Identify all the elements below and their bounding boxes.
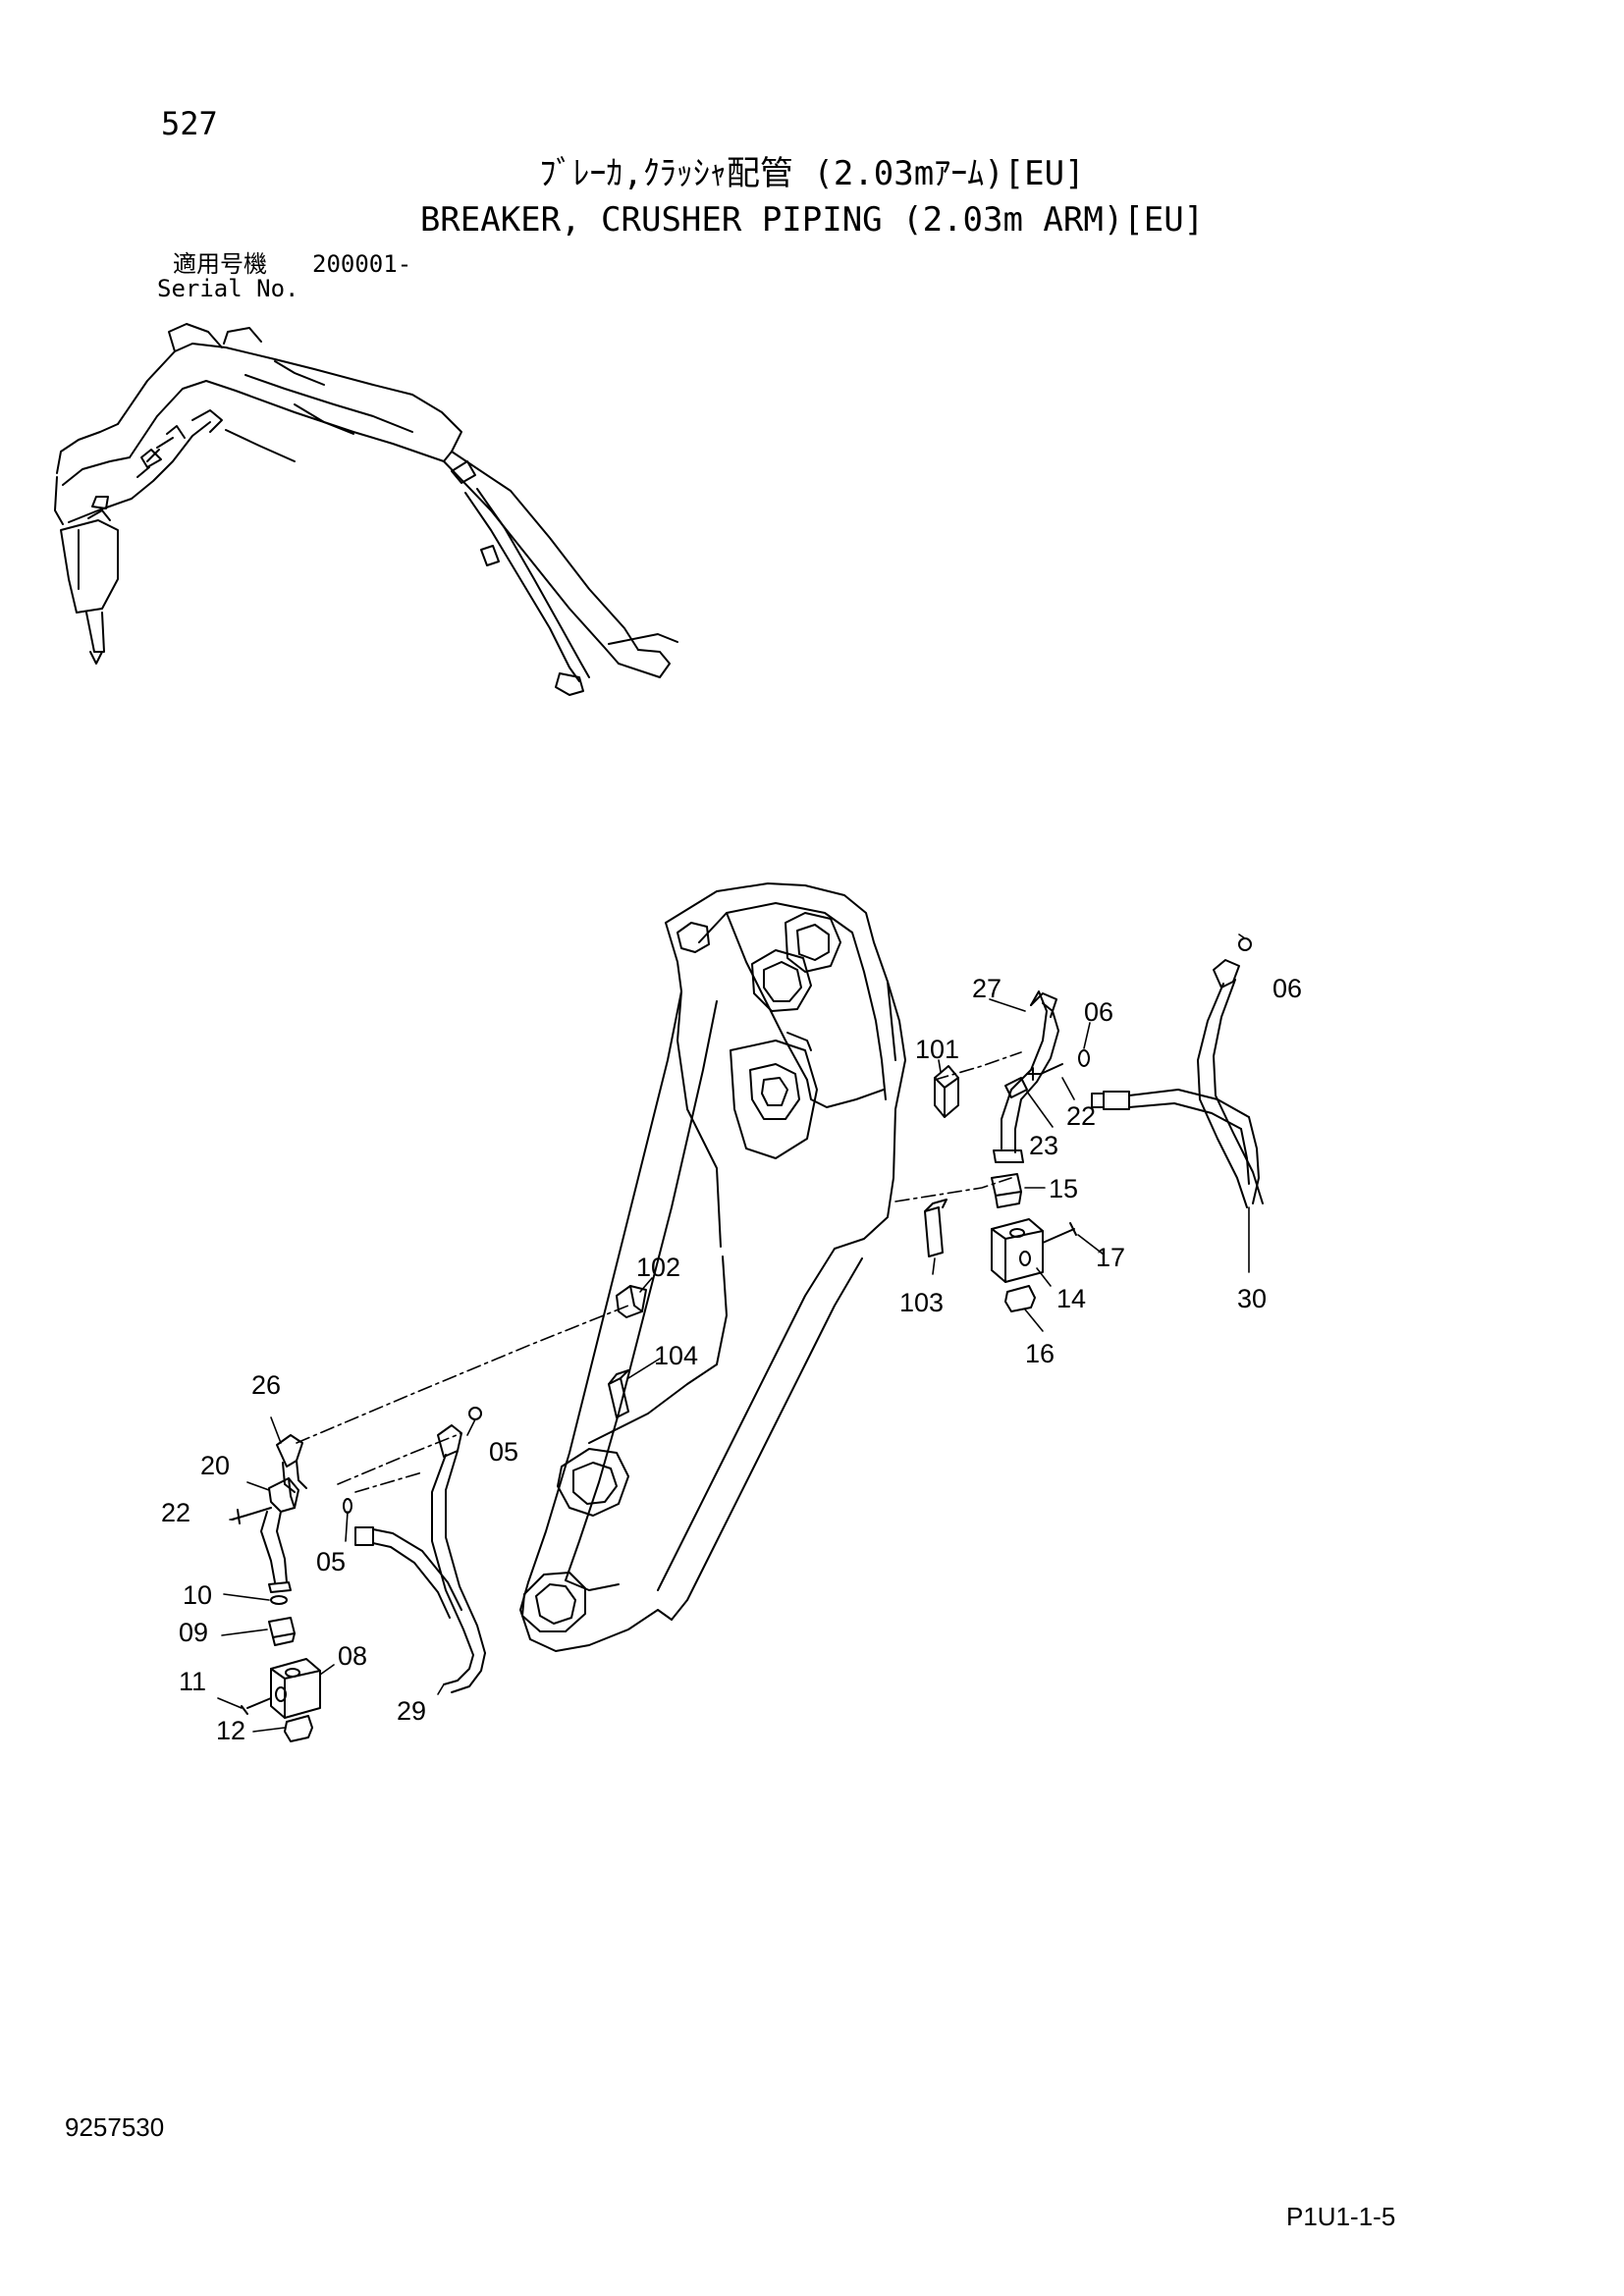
callout-29: 29 xyxy=(397,1696,426,1726)
left-fitting-09 xyxy=(268,1617,296,1646)
overview-excavator-front xyxy=(54,323,678,696)
title-japanese: ﾌﾞﾚｰｶ,ｸﾗｯｼｬ配管 (2.03mｱｰﾑ)[EU] xyxy=(539,154,1085,193)
left-bolt-11 xyxy=(241,1697,272,1715)
callout-09: 09 xyxy=(179,1618,208,1647)
callout-12: 12 xyxy=(216,1716,245,1745)
serial-value: 200001- xyxy=(312,250,412,278)
callout-06-hose: 06 xyxy=(1272,974,1302,1003)
right-bolt-22 xyxy=(1026,1063,1063,1081)
callout-27: 27 xyxy=(972,974,1001,1003)
right-plug-16 xyxy=(1004,1285,1036,1312)
callout-14: 14 xyxy=(1056,1284,1086,1313)
callout-30: 30 xyxy=(1237,1284,1267,1313)
left-oring-10 xyxy=(270,1595,288,1605)
left-plug-12 xyxy=(284,1715,313,1742)
document-number: 9257530 xyxy=(65,2112,165,2142)
page-number: 527 xyxy=(161,105,218,142)
arm-main-drawing xyxy=(519,882,906,1652)
callout-leaders xyxy=(217,934,1250,1733)
callout-20: 20 xyxy=(200,1451,230,1480)
callout-103: 103 xyxy=(899,1288,944,1317)
callout-104: 104 xyxy=(654,1341,698,1370)
center-spacer-104 xyxy=(608,1369,629,1418)
callout-22-right: 22 xyxy=(1066,1101,1096,1131)
callout-22-left: 22 xyxy=(161,1498,190,1527)
callout-11: 11 xyxy=(179,1667,206,1696)
callout-102: 102 xyxy=(636,1253,680,1282)
callout-10: 10 xyxy=(183,1580,212,1610)
right-block-14 xyxy=(991,1218,1044,1283)
right-hose-30 xyxy=(1091,959,1264,1208)
title-english: BREAKER, CRUSHER PIPING (2.03m ARM)[EU] xyxy=(419,200,1205,240)
left-oring-05 xyxy=(343,1498,352,1514)
callout-06-right: 06 xyxy=(1084,997,1113,1027)
right-hose-elbow-27 xyxy=(993,990,1059,1163)
right-oring-06 xyxy=(1078,1049,1090,1067)
callout-23: 23 xyxy=(1029,1131,1058,1160)
callout-05-top: 05 xyxy=(489,1437,518,1467)
left-elbow-26 xyxy=(276,1434,307,1493)
callout-08: 08 xyxy=(338,1641,367,1671)
right-clamp-23 xyxy=(1004,1077,1028,1098)
serial-label-japanese: 適用号機 xyxy=(173,250,267,278)
left-clamp-20 xyxy=(268,1477,299,1513)
serial-label-english: Serial No. xyxy=(157,275,299,302)
callout-16: 16 xyxy=(1025,1339,1055,1368)
left-block-08 xyxy=(270,1658,321,1719)
right-fitting-15 xyxy=(991,1173,1022,1208)
callout-26: 26 xyxy=(251,1370,281,1400)
callout-17: 17 xyxy=(1096,1243,1125,1272)
center-oring-05-top xyxy=(468,1407,482,1420)
right-bolt-17 xyxy=(1042,1222,1077,1244)
callout-101: 101 xyxy=(915,1035,959,1064)
center-clamp-102 xyxy=(616,1285,647,1318)
page-code: P1U1-1-5 xyxy=(1286,2202,1396,2231)
right-spacer-103 xyxy=(924,1199,947,1257)
callout-15: 15 xyxy=(1049,1174,1078,1203)
right-clamp-101 xyxy=(934,1065,959,1118)
callout-05-left: 05 xyxy=(316,1547,346,1576)
left-hose-29 xyxy=(354,1424,486,1693)
callout-labels: 27 06 06 101 22 23 15 17 102 103 14 16 3… xyxy=(161,974,1302,1745)
left-hose-elbow xyxy=(260,1511,292,1593)
leader-lines xyxy=(296,1051,1022,1493)
right-oring-06-top xyxy=(1238,937,1252,951)
